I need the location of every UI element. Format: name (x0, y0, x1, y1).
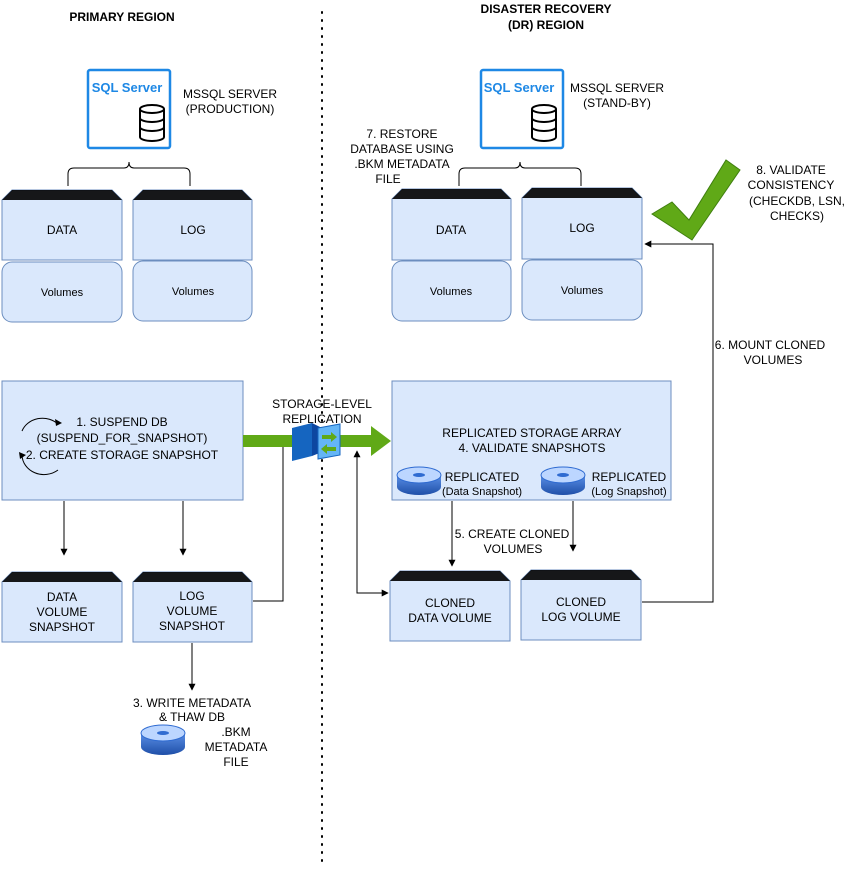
primary-data-volumes: Volumes (1, 261, 123, 323)
replication-label-line1: STORAGE-LEVEL (272, 397, 372, 411)
primary-region-title: PRIMARY REGION (69, 10, 174, 24)
step5-line2: VOLUMES (484, 542, 543, 556)
step7-line3: .BKM METADATA (354, 157, 449, 171)
bkm-disk-icon (140, 724, 186, 755)
disk-icon (540, 466, 586, 495)
primary-log-volumes: Volumes (132, 260, 253, 322)
bkm-line1: .BKM (221, 725, 250, 739)
step8-line2: CONSISTENCY (748, 178, 835, 192)
dr-server-bracket (458, 161, 582, 186)
checkmark-icon (651, 159, 741, 241)
log-snapshot-line3: SNAPSHOT (159, 619, 226, 633)
cloned-log-line1: CLONED (556, 595, 606, 609)
primary-data-label: DATA (47, 223, 77, 237)
data-snapshot-line3: SNAPSHOT (29, 620, 96, 634)
arrow-to-cloned-data (353, 450, 389, 597)
primary-log-label: LOG (180, 223, 205, 237)
dr-data-volumes: Volumes (391, 260, 512, 322)
rep-data-line1: REPLICATED (445, 470, 520, 484)
database-icon (529, 104, 559, 142)
cloned-data-line2: DATA VOLUME (408, 611, 492, 625)
step8-line4: CHECKS) (770, 209, 824, 223)
replication-label-line2: REPLICATION (282, 412, 361, 426)
dr-log-volumes-label: Volumes (561, 285, 604, 297)
sql-logo-text: SQL Server (92, 80, 163, 95)
log-snapshot-line2: VOLUME (167, 604, 218, 618)
dr-server-label-line1: MSSQL SERVER (570, 81, 664, 95)
step8-line3: (CHECKDB, LSN, (749, 194, 845, 208)
data-snapshot-line2: VOLUME (37, 605, 88, 619)
step7-line1: 7. RESTORE (366, 127, 437, 141)
dr-server-label-line2: (STAND-BY) (583, 96, 651, 110)
bkm-line3: FILE (223, 755, 248, 769)
dr-region-title-line1: DISASTER RECOVERY (481, 2, 612, 16)
suspend-snapshot-box: 1. SUSPEND DB (SUSPEND_FOR_SNAPSHOT) 2. … (1, 380, 244, 501)
dr-region-title-line2: (DR) REGION (508, 18, 584, 32)
log-snapshot-connector (253, 441, 284, 602)
data-volume-snapshot: DATA VOLUME SNAPSHOT (1, 571, 123, 643)
log-volume-snapshot: LOG VOLUME SNAPSHOT (132, 571, 253, 643)
dr-log-volumes: Volumes (521, 259, 643, 321)
array-line1: REPLICATED STORAGE ARRAY (442, 426, 621, 440)
array-line2: 4. VALIDATE SNAPSHOTS (459, 441, 606, 455)
primary-log-volumes-label: Volumes (172, 286, 215, 298)
step6-line1: 6. MOUNT CLONED (715, 338, 826, 352)
arrow-mount-cloned-volumes (642, 240, 714, 603)
replicated-storage-array: REPLICATED STORAGE ARRAY 4. VALIDATE SNA… (391, 380, 672, 501)
step3-line2: & THAW DB (159, 710, 225, 724)
disk-icon (396, 466, 442, 495)
cycle-arrows-icon (19, 417, 62, 476)
primary-server-label-line1: MSSQL SERVER (183, 87, 277, 101)
step2-line1: 2. CREATE STORAGE SNAPSHOT (26, 448, 219, 462)
dr-data-box: DATA (391, 188, 512, 261)
step3-line1: 3. WRITE METADATA (133, 696, 251, 710)
step8-line1: 8. VALIDATE (756, 163, 826, 177)
database-icon (137, 104, 167, 142)
dr-sql-logo-text: SQL Server (484, 80, 555, 95)
step7-line4: FILE (375, 172, 400, 186)
rep-data-line2: (Data Snapshot) (442, 486, 522, 498)
primary-data-box: DATA (1, 189, 123, 261)
dr-log-label: LOG (569, 221, 594, 235)
replication-icon (292, 423, 341, 461)
log-snapshot-line1: LOG (179, 589, 204, 603)
rep-log-line1: REPLICATED (592, 470, 667, 484)
rep-log-line2: (Log Snapshot) (591, 486, 666, 498)
step6-line2: VOLUMES (744, 353, 803, 367)
step7-line2: DATABASE USING (350, 142, 454, 156)
primary-server-label-line2: (PRODUCTION) (186, 102, 275, 116)
dr-data-volumes-label: Volumes (430, 286, 473, 298)
data-snapshot-line1: DATA (47, 590, 77, 604)
primary-data-volumes-label: Volumes (41, 287, 84, 299)
cloned-data-volume: CLONED DATA VOLUME (389, 570, 511, 642)
step1-line1: 1. SUSPEND DB (76, 415, 167, 429)
primary-sql-server-icon: SQL Server (86, 68, 172, 150)
dr-data-label: DATA (436, 223, 466, 237)
primary-server-bracket (67, 161, 191, 186)
step5-line1: 5. CREATE CLONED (455, 527, 570, 541)
dr-sql-server-icon: SQL Server (479, 68, 565, 150)
cloned-log-volume: CLONED LOG VOLUME (520, 569, 642, 641)
cloned-log-line2: LOG VOLUME (541, 610, 620, 624)
dr-log-box: LOG (521, 187, 643, 260)
cloned-data-line1: CLONED (425, 596, 475, 610)
step1-line2: (SUSPEND_FOR_SNAPSHOT) (37, 431, 208, 445)
bkm-line2: METADATA (205, 740, 268, 754)
primary-log-box: LOG (132, 189, 253, 261)
